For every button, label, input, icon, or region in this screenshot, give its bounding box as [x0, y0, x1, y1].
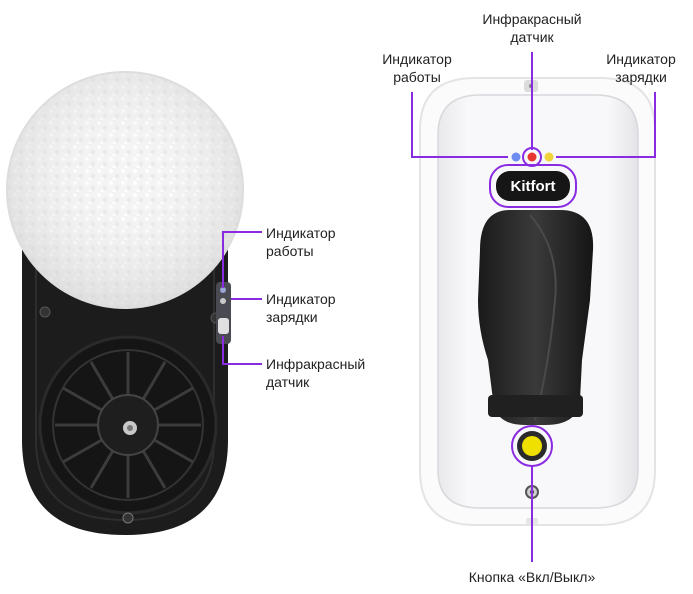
power-button[interactable]	[522, 436, 542, 456]
left-work-callout-line	[222, 231, 262, 288]
right-work-indicator-label: Индикатор работы	[382, 51, 452, 85]
screw	[122, 512, 134, 524]
left-work-led	[220, 287, 226, 293]
left-cleaning-pad	[6, 71, 244, 309]
left-ir-sensor-label: Инфракрасный датчик	[266, 356, 366, 390]
brand-badge	[496, 171, 570, 201]
right-handle	[478, 210, 594, 425]
power-button-highlight	[511, 425, 553, 467]
right-device	[419, 77, 656, 526]
right-callouts	[411, 52, 656, 562]
left-device	[6, 71, 244, 535]
right-ir-sensor-label: Инфракрасный датчик	[482, 11, 582, 45]
left-ir-window	[218, 318, 229, 334]
screw	[39, 306, 51, 318]
right-charge-indicator-label: Индикатор зарядки	[606, 51, 676, 85]
power-button-label: Кнопка «Вкл/Выкл»	[468, 569, 596, 585]
right-ir-led-highlight	[522, 147, 542, 167]
left-work-indicator-label: Индикатор работы	[266, 225, 336, 259]
right-ir-led	[527, 152, 537, 162]
left-callouts	[222, 231, 262, 365]
right-handle-ridge	[529, 214, 557, 421]
left-fan	[38, 335, 218, 515]
right-handle-base	[488, 395, 583, 417]
left-ir-callout-line	[222, 336, 262, 365]
left-charge-indicator-label: Индикатор зарядки	[266, 291, 336, 325]
right-charge-callout-line	[556, 92, 656, 158]
left-charge-led	[220, 298, 226, 304]
right-work-callout-line	[411, 92, 508, 158]
brand-logo: Kitfort	[511, 178, 556, 195]
right-work-led	[511, 152, 521, 162]
right-charge-led	[544, 152, 554, 162]
